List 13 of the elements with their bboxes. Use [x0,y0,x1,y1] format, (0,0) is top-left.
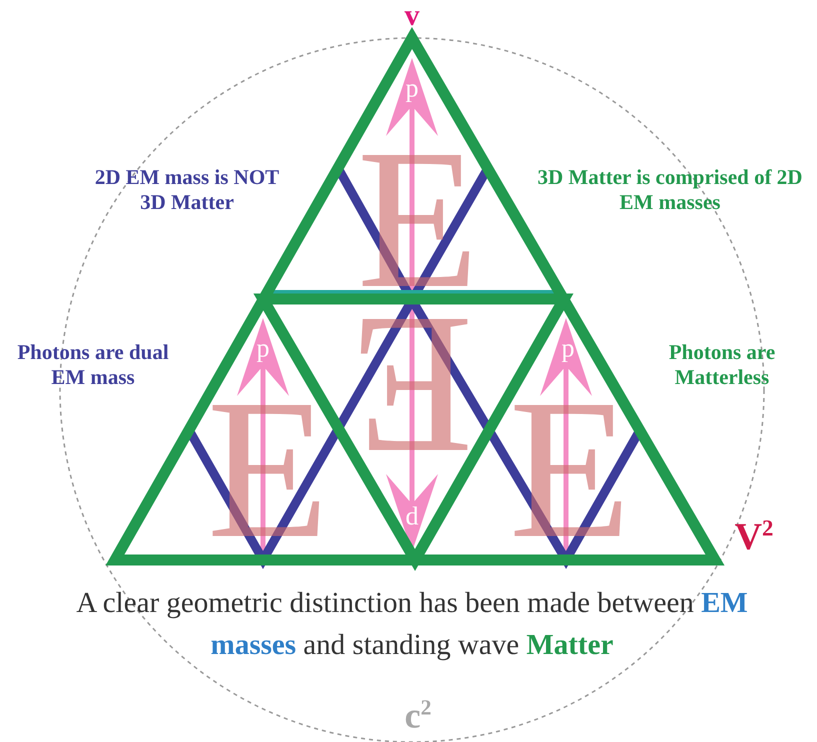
vertex-label: c$^{2}$ [404,694,432,738]
caption: A clear geometric distinction has been made between EM masses and standing wave Matter [75,586,749,664]
annotation: 3D Matter is comprised of 2D EM masses [536,164,804,216]
vertex-label: v [404,0,420,34]
arrow-letter: d [406,500,418,532]
arrow-letter: p [256,332,270,364]
energy-letter: E [350,310,474,460]
arrow-letter: p [406,72,418,104]
annotation: Photons are Matterless [668,340,776,390]
annotation: 2D EM mass is NOT 3D Matter [94,164,280,216]
annotation: Photons are dual EM mass [16,340,170,390]
arrow-letter: p [562,332,574,364]
vertex-label: V$^{2}$ [734,515,774,560]
